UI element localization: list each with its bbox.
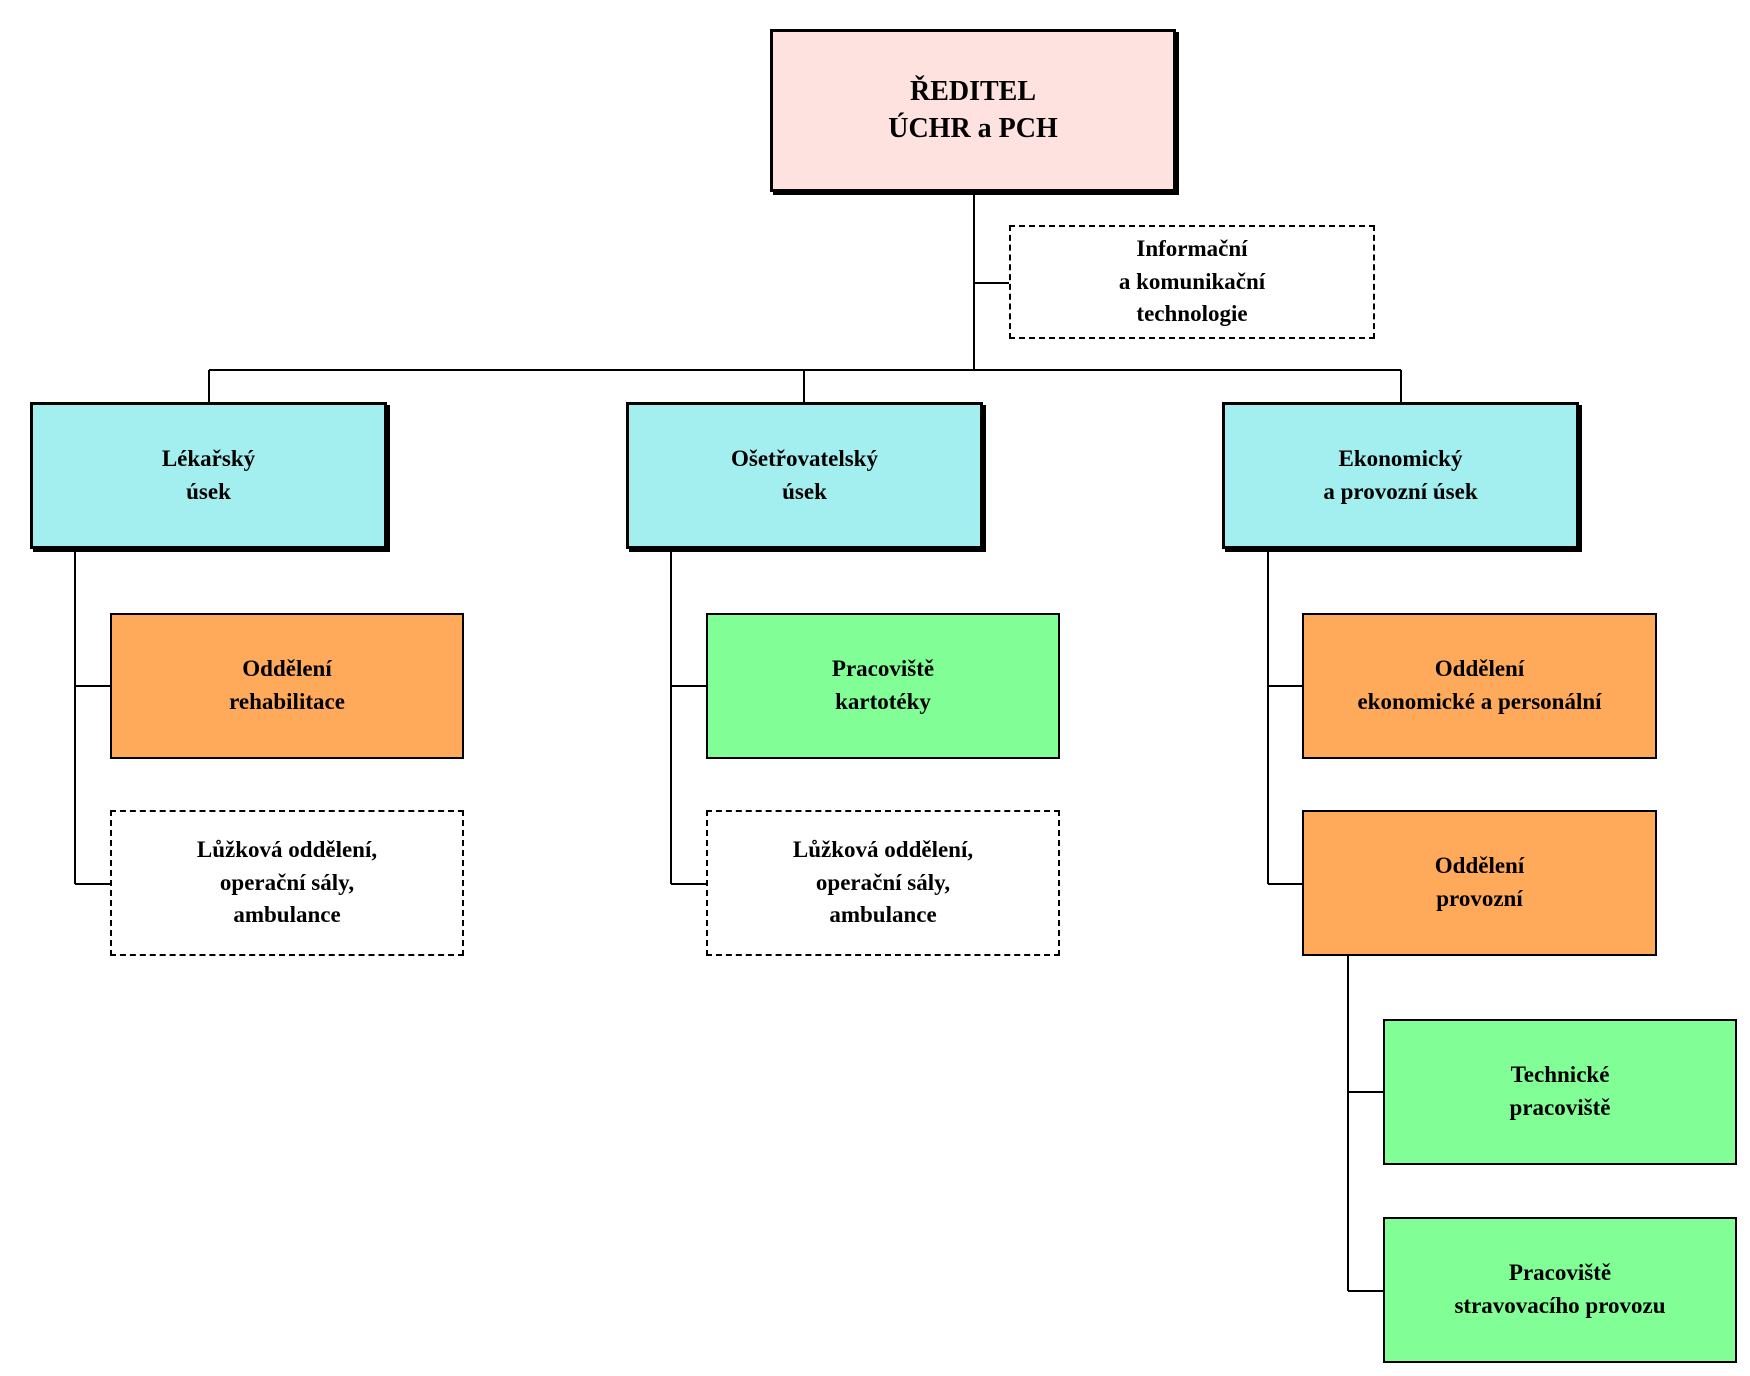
division-economic-line-2: a provozní úsek xyxy=(1323,478,1478,504)
division-nursing-line-1: Ošetřovatelský xyxy=(731,445,878,471)
medical-wards-box: Lůžková oddělení, operační sály, ambulan… xyxy=(110,810,464,956)
nursing-wards-line-2: operační sály, xyxy=(815,869,951,895)
dept-operations-line-1: Oddělení xyxy=(1434,853,1525,879)
dept-rehabilitation-line-1: Oddělení xyxy=(242,656,332,682)
division-medical: Lékařský úsek xyxy=(30,402,387,549)
workplace-records-line-1: Pracoviště xyxy=(831,656,935,682)
division-medical-line-2: úsek xyxy=(186,478,231,504)
ict-line-3: technologie xyxy=(1136,301,1248,327)
ict-line-2: a komunikační xyxy=(1118,268,1266,294)
dept-economic-personnel-line-2: ekonomické a personální xyxy=(1357,689,1602,714)
dept-economic-personnel: Oddělení ekonomické a personální xyxy=(1302,613,1657,759)
workplace-records: Pracoviště kartotéky xyxy=(706,613,1060,759)
division-nursing-line-2: úsek xyxy=(782,478,827,504)
medical-wards-line-2: operační sály, xyxy=(219,869,355,895)
ict-box: Informační a komunikační technologie xyxy=(1009,225,1375,339)
workplace-records-line-2: kartotéky xyxy=(835,689,931,714)
division-nursing: Ošetřovatelský úsek xyxy=(626,402,983,549)
nursing-wards-line-1: Lůžková oddělení, xyxy=(792,837,974,863)
dept-operations-line-2: provozní xyxy=(1436,886,1523,911)
ict-line-1: Informační xyxy=(1136,236,1248,262)
workplace-catering-line-1: Pracoviště xyxy=(1508,1260,1612,1286)
division-medical-line-1: Lékařský xyxy=(161,445,256,471)
workplace-technical: Technické pracoviště xyxy=(1383,1019,1737,1165)
nursing-wards-box: Lůžková oddělení, operační sály, ambulan… xyxy=(706,810,1060,956)
workplace-technical-line-1: Technické xyxy=(1510,1062,1610,1088)
workplace-technical-line-2: pracoviště xyxy=(1509,1095,1611,1120)
director-line-1: ŘEDITEL xyxy=(909,76,1037,108)
dept-economic-personnel-line-1: Oddělení xyxy=(1434,656,1525,682)
dept-operations: Oddělení provozní xyxy=(1302,810,1657,956)
medical-wards-line-1: Lůžková oddělení, xyxy=(196,837,378,863)
director-box: ŘEDITEL ÚCHR a PCH xyxy=(770,29,1176,192)
workplace-catering: Pracoviště stravovacího provozu xyxy=(1383,1217,1737,1363)
division-economic: Ekonomický a provozní úsek xyxy=(1222,402,1579,549)
nursing-wards-line-3: ambulance xyxy=(829,902,937,928)
medical-wards-line-3: ambulance xyxy=(233,902,341,928)
dept-rehabilitation: Oddělení rehabilitace xyxy=(110,613,464,759)
division-economic-line-1: Ekonomický xyxy=(1338,445,1463,471)
workplace-catering-line-2: stravovacího provozu xyxy=(1454,1293,1666,1318)
dept-rehabilitation-line-2: rehabilitace xyxy=(229,689,345,714)
director-line-2: ÚCHR a PCH xyxy=(888,112,1058,144)
